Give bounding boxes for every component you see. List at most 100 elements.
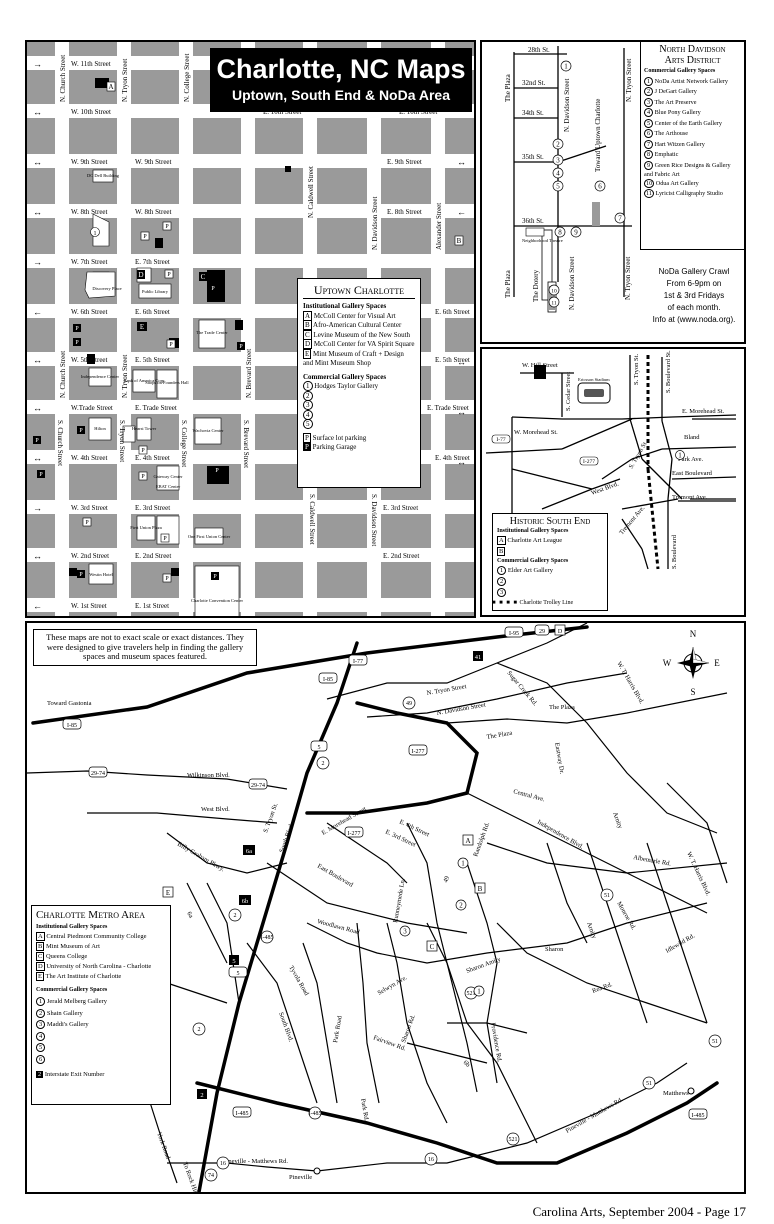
street-label: S. Brevard Street [242,420,250,468]
svg-text:↔: ↔ [33,355,42,365]
road-label: East Boulevard [316,863,355,889]
legend-item: 2 Interstate Exit Number [36,1071,105,1078]
road-label: Sharon Rd. [400,1013,417,1043]
street-label: N. Tryon Street [624,257,632,300]
street-label: Bland [684,434,700,441]
uptown-legend-title: Uptown Charlotte [303,282,415,299]
road-label: N. Davidson Street [436,701,486,717]
road-label: S. Tryon St. [262,802,279,834]
highway-shield: I-77 [353,659,363,665]
highway-shield: 29-74 [91,771,105,777]
street-label: W. 1st Street [71,602,107,610]
highway-shield: 49 [406,701,412,707]
street-label: W.Trade Street [71,404,113,412]
highway-shield: I-485 [309,1111,322,1117]
road-label: Selwyn Ave. [377,974,409,997]
road-label: Arnity [611,811,624,830]
road-label: N. Tryon Street [426,683,467,697]
street-label: W. 4th Street [71,454,108,462]
building-label: Westin Hotel [89,572,113,577]
svg-text:P: P [239,344,243,350]
southend-map-panel: W. Hill Street S. Cedar Street S. Tryon … [480,347,746,617]
legend-item: B Afro-American Cultural Center [303,320,402,330]
southend-legend-title: Historic South End [509,516,591,527]
street-label: E. 6th Street [435,308,470,316]
southend-map: W. Hill Street S. Cedar Street S. Tryon … [485,350,737,570]
building-label: Independence Center [81,374,120,379]
street-label: Tremont Ave. [672,494,708,501]
highway-shield: 16 [428,1157,434,1163]
street-label: 34th St. [522,109,544,117]
road-label: 6b [462,1059,471,1069]
street-label: S. Caldwell Street [308,494,316,545]
legend-item: 5 [303,419,415,430]
legend-item: 6 [36,1054,166,1066]
svg-text:2: 2 [459,902,463,910]
institution-marker: D [558,629,563,635]
svg-text:1: 1 [564,63,568,71]
road-label: 6a [185,911,194,920]
street-label: W. 3rd Street [71,504,108,512]
road-label: Central Ave. [512,788,545,803]
svg-text:↔: ↔ [457,457,466,467]
street-label: W. Hill Street [522,362,558,369]
svg-text:8: 8 [558,229,562,237]
road-label: York Road [155,1131,171,1160]
compass-e: E [714,658,720,668]
street-label: E. 3rd Street [383,504,418,512]
street-label: W. Morehead St. [514,429,558,436]
road-label: Arnity [585,921,598,940]
legend-item: 2 [303,390,415,402]
road-label: Independence Blvd. [536,819,585,851]
legend-item: C Levine Museum of the New South [303,329,411,340]
street-label: Neighborhood Theatre [522,238,563,243]
legend-heading: Commercial Gallery Spaces [36,987,108,993]
highway-shield: 2 [322,761,325,767]
legend-item: 5 [36,1042,166,1054]
building-label: One First Union Center [188,534,231,539]
legend-item: 3 The Art Preserve [644,97,741,109]
highway-shield: 5 [318,745,321,751]
street-label: N. Church Street [59,55,67,102]
street-label: E. 3rd Street [135,504,170,512]
street-label: East Boulevard [672,470,713,477]
street-label: W. 9th Street [135,158,172,166]
street-label: S. Cedar Street [565,372,572,411]
street-label: Park Ave. [678,456,704,463]
svg-text:P: P [163,536,167,542]
street-label: E. 5th Street [135,356,170,364]
street-label: W. 11th Street [71,60,111,68]
svg-text:E: E [140,323,144,331]
street-label: West Blvd. [590,480,620,497]
svg-text:P: P [165,576,169,582]
svg-text:E: E [166,889,170,897]
street-label: The Dotery [532,269,540,302]
building-label: Hilton [94,426,106,431]
street-label: S. Tryon Street [118,420,126,462]
building-label: Shops on Founders Hall [145,380,189,385]
svg-text:→: → [33,503,42,513]
building-label: Public Library [142,289,169,294]
street-label: E. 9th Street [387,158,422,166]
street-label: S. Tryon St. [633,354,640,385]
building-label: DC Dell Building [87,173,120,178]
svg-text:B: B [457,237,462,245]
road-label: Park Road [332,1015,344,1044]
highway-shield: 521 [509,1137,518,1143]
highway-shield: I-485 [692,1113,705,1119]
street-label: N. Tryon Street [121,355,129,398]
street-label: W. 10th Street [71,108,111,116]
legend-item: A Charlotte Art League [497,536,563,545]
building-label: Charlotte Convention Center [191,598,243,603]
road-label: E. 3rd Street [384,828,417,848]
road-label: Sharon [545,946,564,953]
svg-text:↔: ↔ [457,407,466,417]
street-label: W. 7th Street [71,258,108,266]
trolley-legend: ■ ■ ■ ■ Charlotte Trolley Line [492,600,574,606]
legend-item: P Surface lot parking [303,432,367,443]
compass-icon: N S E W [663,629,721,697]
highway-shield: 521 [467,991,476,997]
street-label: W. 9th Street [71,158,108,166]
road-label: To Rock Hill [181,1161,199,1192]
highway-shield: 74 [208,1173,214,1179]
